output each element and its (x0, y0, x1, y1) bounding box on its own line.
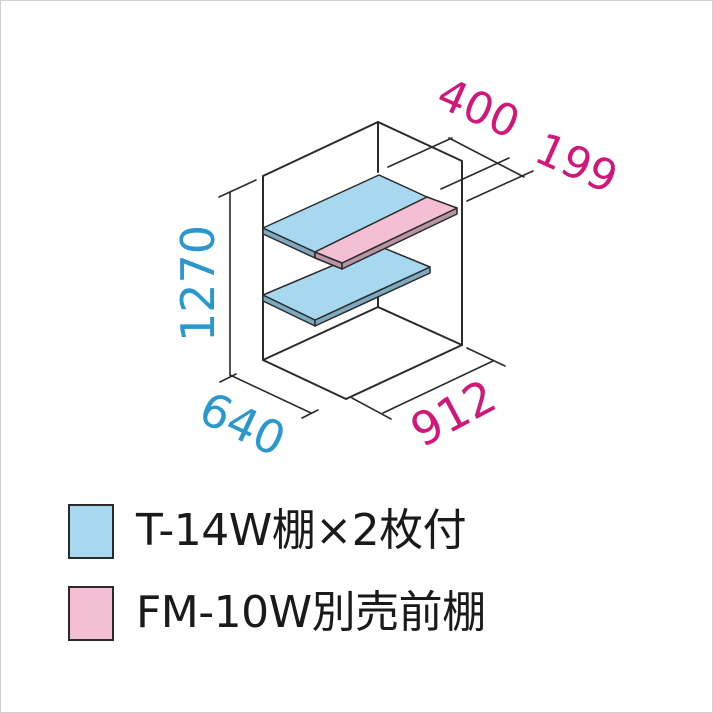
height-label: 1270 (171, 225, 225, 342)
height-dimension-line (218, 179, 257, 383)
legend-swatch-pink (68, 585, 114, 641)
depth-label: 640 (191, 381, 293, 467)
shelf-standard-upper (262, 174, 428, 259)
shelf-standard-lower (262, 245, 431, 327)
width-label: 912 (402, 369, 505, 458)
shelf-optional-front (314, 196, 458, 270)
legend-label: T-14W棚×2枚付 (136, 505, 467, 556)
legend-swatch-blue (68, 503, 114, 559)
shelf-depth-standard-label: 400 (430, 68, 527, 149)
box-frame (262, 121, 463, 400)
legend: T-14W棚×2枚付 FM-10W別売前棚 (68, 503, 486, 667)
width-dimension-line (351, 347, 506, 420)
legend-label: FM-10W別売前棚 (136, 587, 486, 638)
shelf-depth-dimension-lines (387, 137, 534, 202)
depth-dimension-line (229, 374, 319, 419)
legend-item-optional-shelf: FM-10W別売前棚 (68, 585, 486, 641)
shelf-depth-optional-label: 199 (528, 123, 625, 204)
legend-item-standard-shelf: T-14W棚×2枚付 (68, 503, 486, 559)
